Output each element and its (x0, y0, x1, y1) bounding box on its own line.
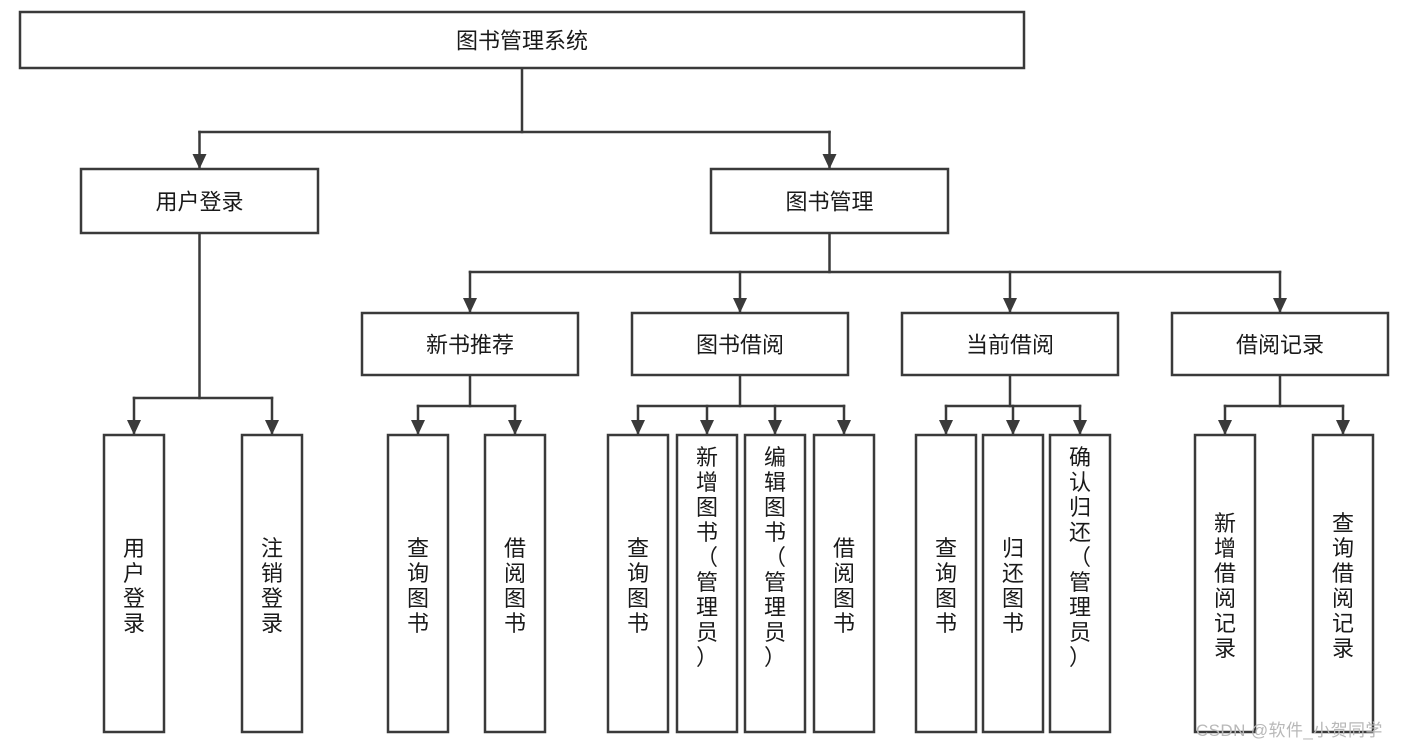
arrow-head-icon (265, 420, 279, 435)
node-label: 新书推荐 (426, 333, 514, 358)
level2-node-图书管理-1[interactable]: 图书管理 (709, 167, 950, 235)
node-label: 当前借阅 (966, 333, 1054, 358)
arrow-head-icon (700, 420, 714, 435)
leaf-node-新增借阅记录-11[interactable]: 新增借阅记录 (1193, 433, 1257, 734)
arrow-head-icon (1006, 420, 1020, 435)
node-layer: 图书管理系统用户登录图书管理新书推荐图书借阅当前借阅借阅记录用户登录注销登录查询… (18, 10, 1390, 734)
arrow-head-icon (733, 298, 747, 313)
node-box (1170, 311, 1390, 377)
node-box (812, 433, 876, 734)
level2-node-用户登录-0[interactable]: 用户登录 (79, 167, 320, 235)
arrow-head-icon (1336, 420, 1350, 435)
arrow-head-icon (837, 420, 851, 435)
node-label: 新增图书（管理员） (696, 445, 718, 670)
node-label: 新增借阅记录 (1214, 511, 1236, 661)
node-box (386, 433, 450, 734)
arrow-head-icon (1073, 420, 1087, 435)
arrow-head-icon (1218, 420, 1232, 435)
node-label: 查询图书 (627, 536, 649, 636)
node-label: 确认归还（管理员） (1069, 445, 1091, 670)
node-label: 图书借阅 (696, 333, 784, 358)
node-label: 归还图书 (1002, 536, 1024, 636)
node-label: 注销登录 (261, 536, 283, 636)
arrow-head-icon (631, 420, 645, 435)
node-label: 借阅记录 (1236, 333, 1324, 358)
arrow-head-icon (768, 420, 782, 435)
level3-node-图书借阅-1[interactable]: 图书借阅 (630, 311, 850, 377)
arrow-head-icon (822, 154, 837, 169)
node-box (630, 311, 850, 377)
leaf-node-查询图书-4[interactable]: 查询图书 (606, 433, 670, 734)
leaf-node-归还图书-9[interactable]: 归还图书 (981, 433, 1045, 734)
arrow-head-icon (1003, 298, 1017, 313)
node-box (102, 433, 166, 734)
root-node-图书管理系统[interactable]: 图书管理系统 (18, 10, 1026, 70)
node-label: 图书管理系统 (456, 29, 588, 54)
node-box (1048, 433, 1112, 734)
leaf-node-借阅图书-7[interactable]: 借阅图书 (812, 433, 876, 734)
arrow-head-icon (411, 420, 425, 435)
node-box (900, 311, 1120, 377)
arrow-head-icon (463, 298, 477, 313)
leaf-node-查询图书-2[interactable]: 查询图书 (386, 433, 450, 734)
node-label: 查询图书 (935, 536, 957, 636)
node-box (240, 433, 304, 734)
node-label: 借阅图书 (833, 536, 855, 636)
node-box (18, 10, 1026, 70)
node-box (79, 167, 320, 235)
leaf-node-注销登录-1[interactable]: 注销登录 (240, 433, 304, 734)
node-label: 编辑图书（管理员） (764, 445, 786, 670)
leaf-node-借阅图书-3[interactable]: 借阅图书 (483, 433, 547, 734)
level3-node-当前借阅-2[interactable]: 当前借阅 (900, 311, 1120, 377)
level3-node-新书推荐-0[interactable]: 新书推荐 (360, 311, 580, 377)
node-label: 查询图书 (407, 536, 429, 636)
node-label: 用户登录 (155, 190, 243, 215)
node-box (981, 433, 1045, 734)
node-box (914, 433, 978, 734)
node-box (360, 311, 580, 377)
leaf-node-新增图书-管理员-5[interactable]: 新增图书（管理员） (675, 433, 739, 734)
arrow-head-icon (1273, 298, 1287, 313)
connector-layer (127, 66, 1350, 437)
arrow-head-icon (127, 420, 141, 435)
node-box (709, 167, 950, 235)
leaf-node-确认归还-管理员-10[interactable]: 确认归还（管理员） (1048, 433, 1112, 734)
node-box (743, 433, 807, 734)
node-box (675, 433, 739, 734)
node-label: 查询借阅记录 (1332, 511, 1354, 661)
node-box (483, 433, 547, 734)
leaf-node-查询借阅记录-12[interactable]: 查询借阅记录 (1311, 433, 1375, 734)
leaf-node-编辑图书-管理员-6[interactable]: 编辑图书（管理员） (743, 433, 807, 734)
arrow-head-icon (939, 420, 953, 435)
arrow-head-icon (192, 154, 207, 169)
leaf-node-用户登录-0[interactable]: 用户登录 (102, 433, 166, 734)
node-box (606, 433, 670, 734)
node-label: 图书管理 (785, 190, 873, 215)
arrow-head-icon (508, 420, 522, 435)
node-label: 用户登录 (123, 536, 145, 636)
leaf-node-查询图书-8[interactable]: 查询图书 (914, 433, 978, 734)
level3-node-借阅记录-3[interactable]: 借阅记录 (1170, 311, 1390, 377)
node-box (1193, 433, 1257, 734)
node-label: 借阅图书 (504, 536, 526, 636)
node-box (1311, 433, 1375, 734)
